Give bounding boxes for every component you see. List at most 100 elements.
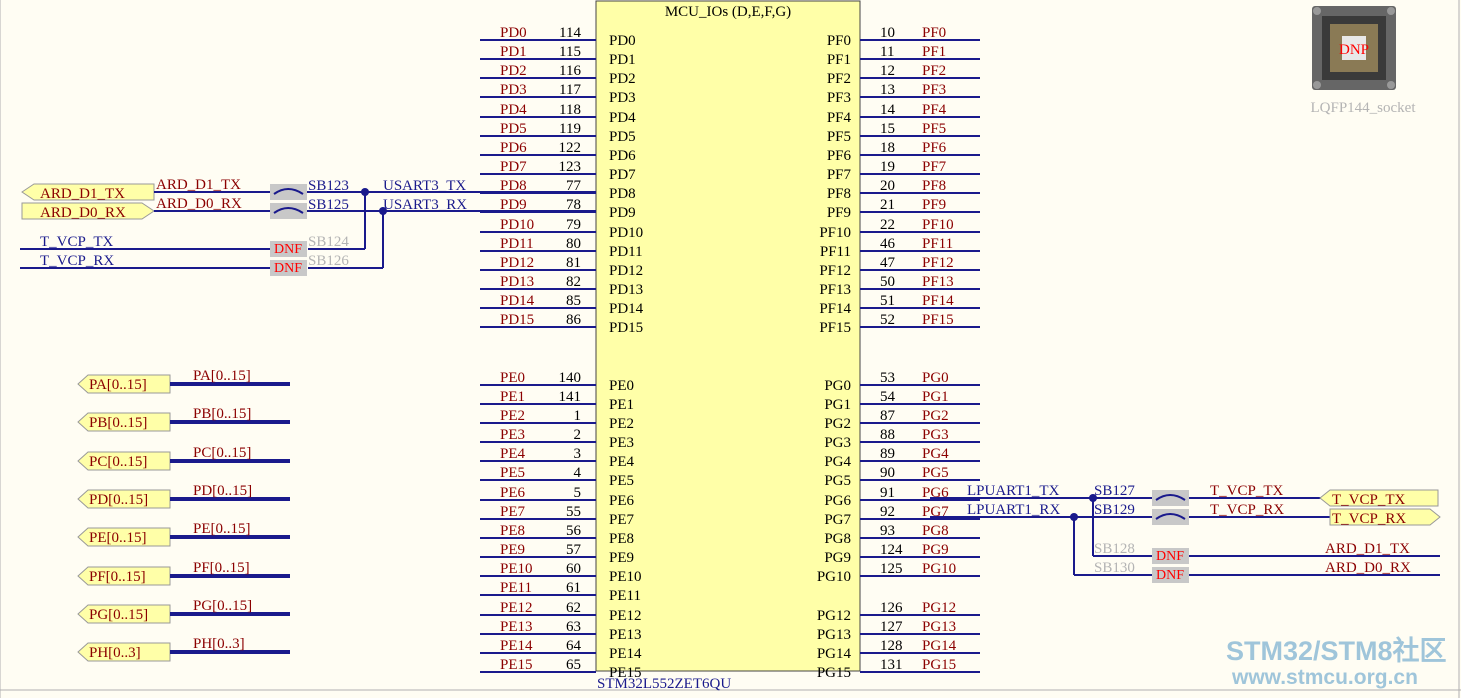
pin-num-pf15: 52 [880, 312, 895, 328]
pin-num-pd0: 114 [559, 25, 581, 41]
sb124-dnf-bridge[interactable] [270, 241, 307, 257]
net-pf7: PF7 [922, 159, 947, 175]
pin-name-pe6: PE6 [609, 493, 635, 509]
net-pf0: PF0 [922, 25, 946, 41]
ard-d0-rx-port[interactable] [21, 202, 155, 220]
lpuart1-tx-net: LPUART1_TX [967, 483, 1060, 499]
pin-name-pe0: PE0 [609, 378, 634, 394]
net-pe7: PE7 [500, 504, 526, 520]
sb125-arc-icon [273, 207, 304, 214]
pin-name-pf15: PF15 [819, 320, 851, 336]
net-pg9: PG9 [922, 542, 949, 558]
pin-num-pe14: 64 [566, 638, 582, 654]
pin-name-pg1: PG1 [824, 397, 851, 413]
t-vcp-tx-port[interactable] [1319, 489, 1439, 507]
net-pf15: PF15 [922, 312, 954, 328]
pin-num-pd15: 86 [566, 312, 582, 328]
bus-net-pb: PB[0..15] [193, 406, 251, 422]
socket-corner-tr [1387, 7, 1395, 15]
pin-num-pg7: 92 [880, 504, 895, 520]
pin-num-pg3: 88 [880, 427, 895, 443]
net-pd0: PD0 [500, 25, 527, 41]
sb129-arc-icon [1155, 513, 1186, 520]
sb125-bridge[interactable] [270, 203, 307, 219]
pin-num-pf9: 21 [880, 197, 895, 213]
sb130-dnf-bridge[interactable] [1152, 567, 1189, 583]
pin-name-pg13: PG13 [817, 627, 851, 643]
t-vcp-tx-net-left: T_VCP_TX [40, 234, 114, 250]
socket-corner-tl [1313, 7, 1321, 15]
pin-name-pe14: PE14 [609, 646, 642, 662]
lqfp144-socket: DNP LQFP144_socket [1311, 6, 1416, 116]
socket-corner-bl [1313, 81, 1321, 89]
watermark-line1: STM32/STM8社区 [1226, 636, 1447, 666]
t-vcp-rx-net-left: T_VCP_RX [40, 253, 114, 269]
net-pg1: PG1 [922, 389, 949, 405]
socket-center [1342, 36, 1366, 60]
pin-name-pf5: PF5 [827, 129, 851, 145]
t-vcp-rx-net-right: T_VCP_RX [1210, 502, 1284, 518]
sb124-label: SB124 [308, 234, 349, 250]
pin-num-pe13: 63 [566, 619, 581, 635]
pin-num-pe2: 1 [574, 408, 582, 424]
net-pd13: PD13 [500, 274, 534, 290]
pin-name-pe11: PE11 [609, 588, 641, 604]
pin-num-pf8: 20 [880, 178, 895, 194]
pin-name-pd6: PD6 [609, 148, 636, 164]
sb129-bridge[interactable] [1152, 509, 1189, 525]
net-pf1: PF1 [922, 44, 946, 60]
net-pf4: PF4 [922, 102, 947, 118]
net-pd3: PD3 [500, 82, 527, 98]
pin-num-pd7: 123 [559, 159, 582, 175]
sb129-label: SB129 [1094, 502, 1135, 518]
net-pe14: PE14 [500, 638, 533, 654]
bus-port-label-pd: PD[0..15] [89, 492, 148, 508]
net-pe9: PE9 [500, 542, 525, 558]
sb126-dnf-bridge[interactable] [270, 260, 307, 276]
pin-name-pe1: PE1 [609, 397, 634, 413]
net-pe13: PE13 [500, 619, 533, 635]
bus-net-pe: PE[0..15] [193, 521, 251, 537]
ard-d0-rx-port-label: ARD_D0_RX [40, 205, 126, 221]
lpuart1-section: LPUART1_TX LPUART1_RX SB127 SB129 SB128 … [930, 483, 1441, 583]
usart3-tx-net: USART3_TX [383, 178, 466, 194]
bus-port-label-pf: PF[0..15] [89, 569, 146, 585]
pin-num-pf12: 47 [880, 255, 896, 271]
pin-num-pd1: 115 [559, 44, 581, 60]
net-pf11: PF11 [922, 236, 953, 252]
pin-name-pg5: PG5 [824, 473, 851, 489]
net-pe11: PE11 [500, 580, 532, 596]
sb128-label: SB128 [1094, 541, 1135, 557]
pin-num-pe3: 2 [574, 427, 582, 443]
pin-name-pf7: PF7 [827, 167, 852, 183]
sb125-label: SB125 [308, 197, 349, 213]
pin-num-pd12: 81 [566, 255, 581, 271]
net-pe0: PE0 [500, 370, 525, 386]
net-pf3: PF3 [922, 82, 946, 98]
net-pg15: PG15 [922, 657, 956, 673]
sb128-dnf: DNF [1156, 549, 1184, 564]
bus-port-label-pb: PB[0..15] [89, 415, 147, 431]
pin-name-pg6: PG6 [824, 493, 851, 509]
sb123-bridge[interactable] [270, 184, 307, 200]
sb127-bridge[interactable] [1152, 490, 1189, 506]
bus-net-pg: PG[0..15] [193, 598, 252, 614]
pin-num-pd13: 82 [566, 274, 581, 290]
pin-num-pe6: 5 [574, 485, 582, 501]
net-pe3: PE3 [500, 427, 525, 443]
ard-d1-tx-net-right: ARD_D1_TX [1325, 541, 1410, 557]
sb123-label: SB123 [308, 178, 349, 194]
pin-num-pf5: 15 [880, 121, 895, 137]
bus-net-pd: PD[0..15] [193, 483, 252, 499]
pin-name-pd4: PD4 [609, 110, 636, 126]
net-pe6: PE6 [500, 485, 526, 501]
sb128-dnf-bridge[interactable] [1152, 548, 1189, 564]
pin-num-pe5: 4 [574, 465, 582, 481]
pin-num-pf11: 46 [880, 236, 896, 252]
net-pd2: PD2 [500, 63, 527, 79]
pin-num-pg12: 126 [880, 600, 903, 616]
pin-name-pd9: PD9 [609, 205, 636, 221]
t-vcp-rx-port[interactable] [1329, 508, 1441, 526]
pin-num-pe10: 60 [566, 561, 581, 577]
